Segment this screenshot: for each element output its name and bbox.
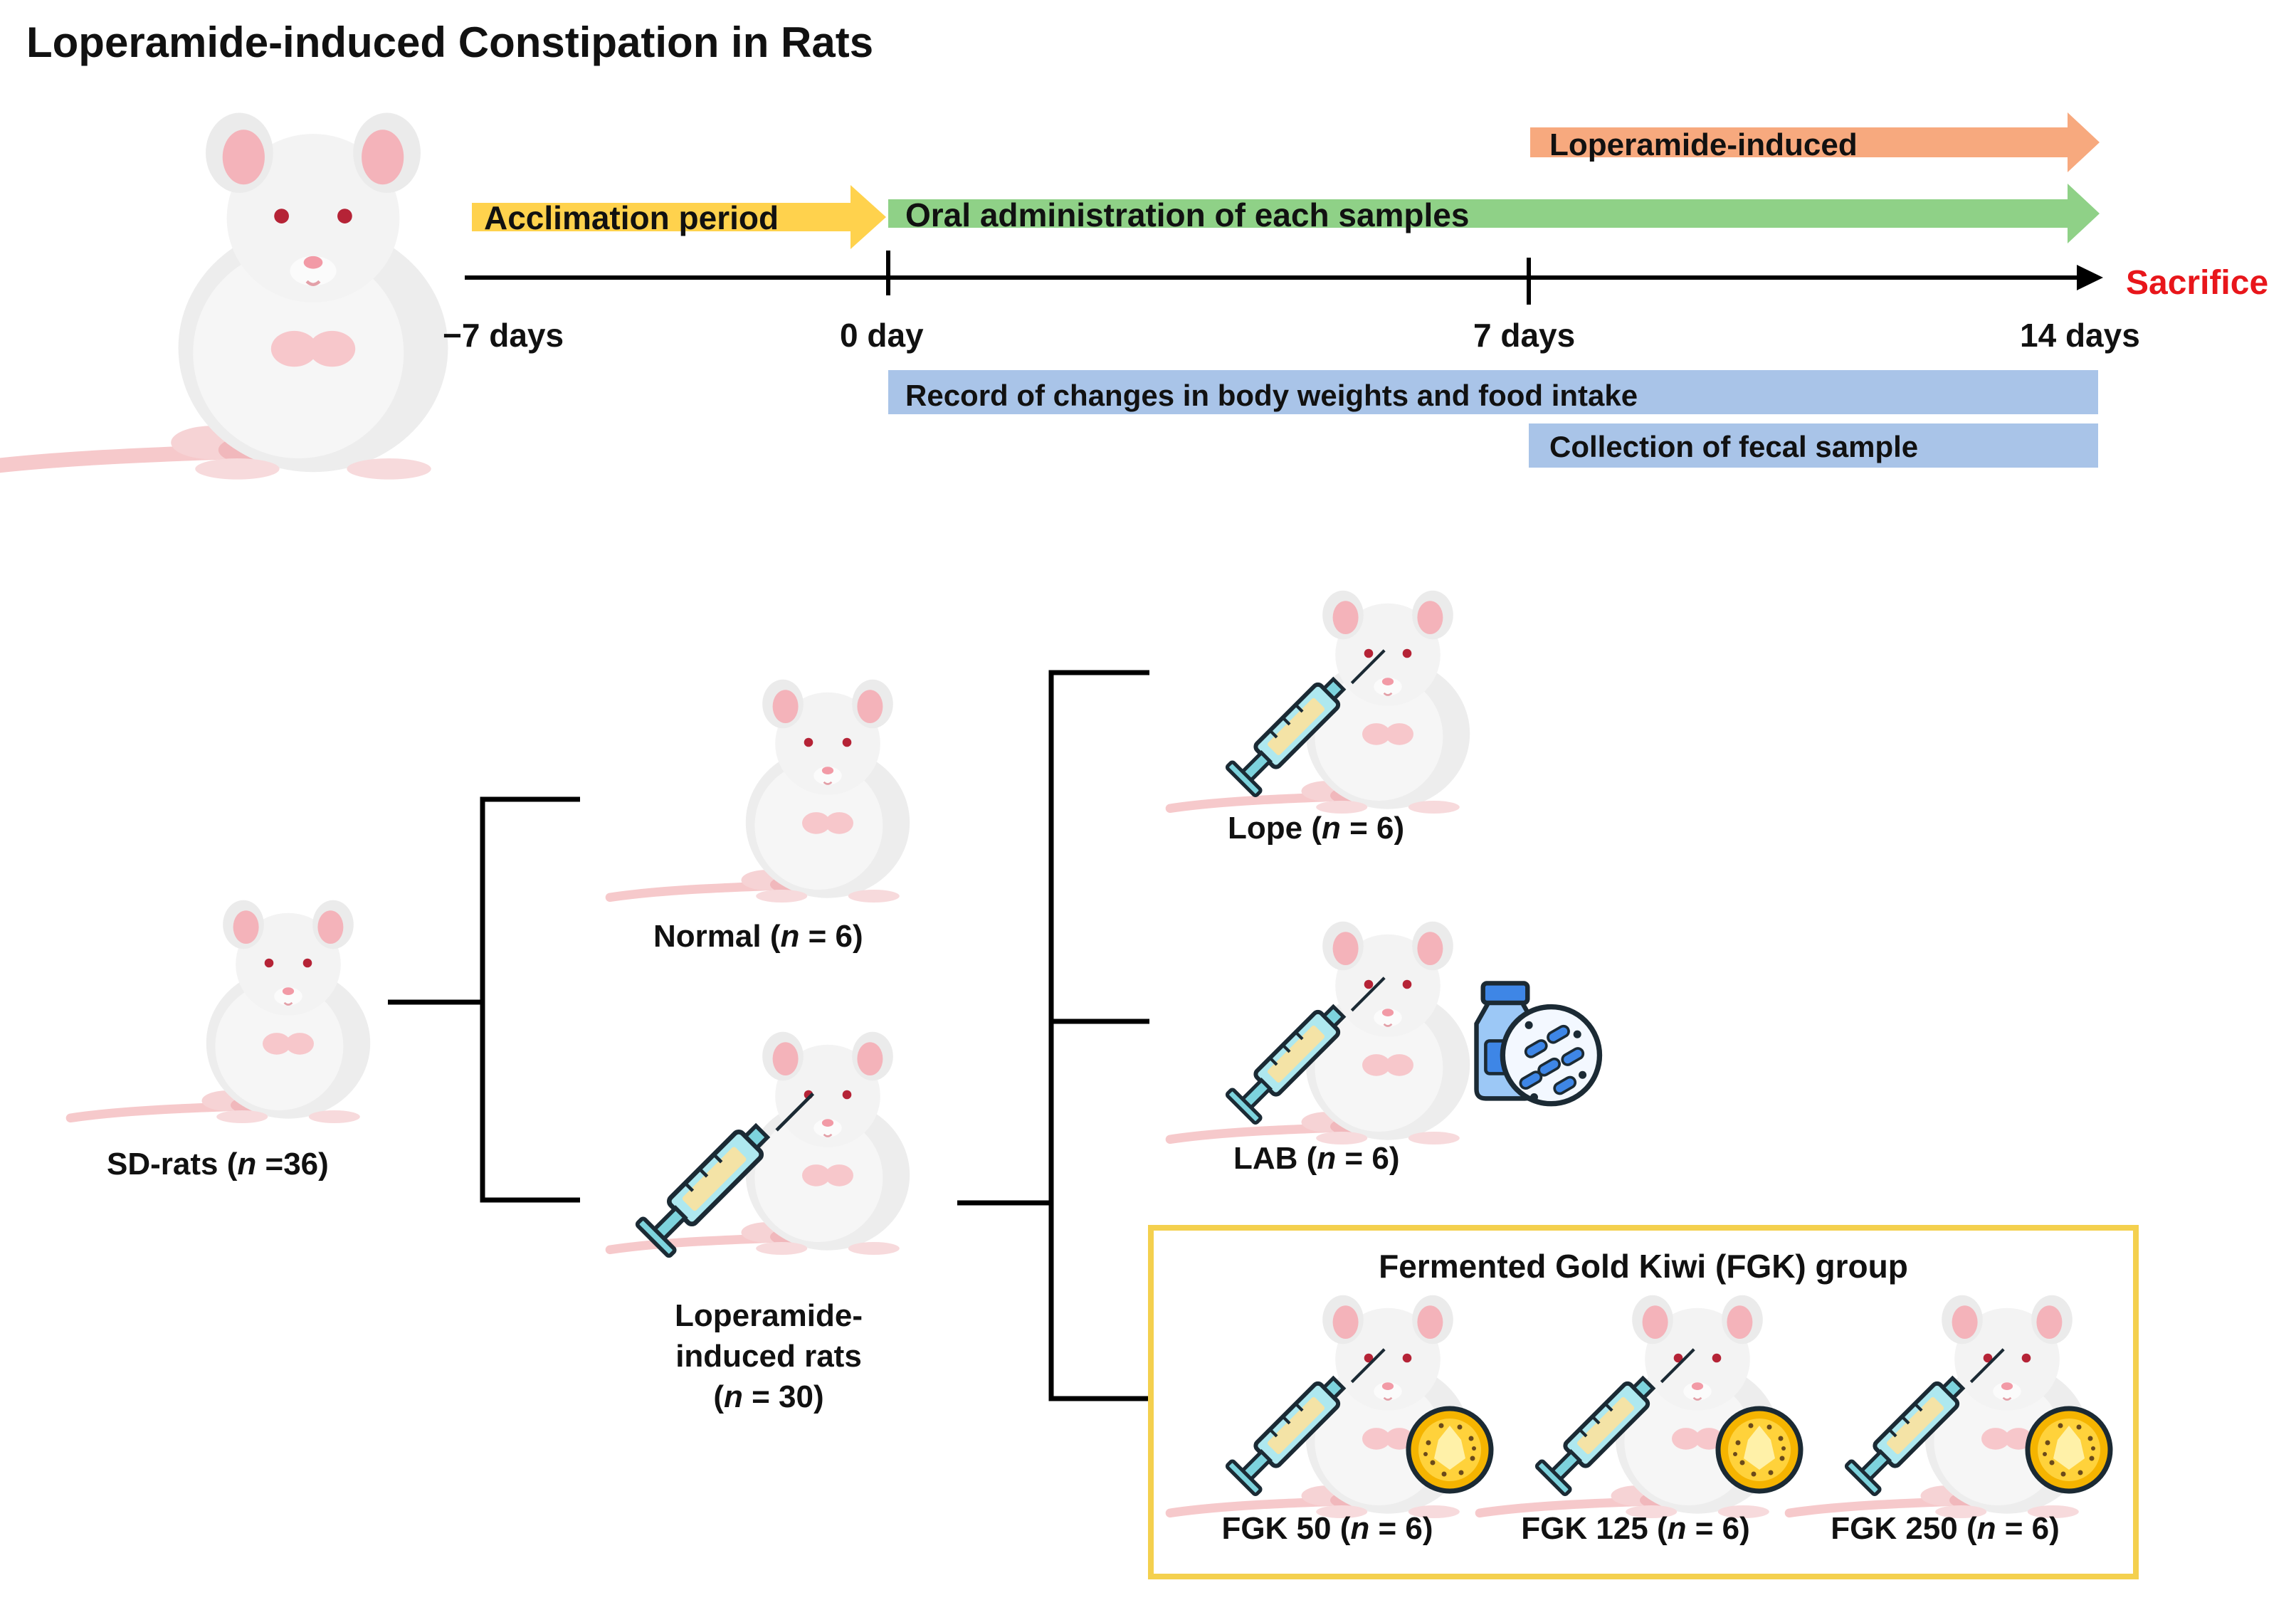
fgk-group-box [1148,1225,2139,1579]
label-loperamide-line3: (n = 30) [713,1379,823,1414]
acclimation-label: Acclimation period [484,199,779,236]
tick-label-0: 0 day [840,317,924,354]
label-fgk-250: FGK 250 (n = 6) [1831,1511,2060,1546]
oral-administration-arrow [888,184,2100,243]
tick-label-7: 7 days [1473,317,1575,354]
label-loperamide-line1: Loperamide- [675,1298,863,1333]
kiwi-icon-fgk-125 [1718,1409,1801,1491]
tick-label-14: 14 days [2020,317,2140,354]
rat-sd [70,900,370,1123]
kiwi-icon-fgk-50 [1408,1409,1491,1491]
label-fgk-125: FGK 125 (n = 6) [1521,1511,1750,1546]
fecal-label: Collection of fecal sample [1549,430,1918,463]
loperamide-induced-label: Loperamide-induced [1549,127,1858,162]
fgk-group-title: Fermented Gold Kiwi (FGK) group [1379,1248,1908,1285]
label-lab: LAB (n = 6) [1233,1141,1399,1176]
label-loperamide-line2: induced rats [675,1339,862,1374]
tick-label-minus7: −7 days [443,317,564,354]
acclimation-arrow [472,185,886,249]
probiotic-bottle-icon [1477,983,1600,1103]
timeline-axis-arrowhead [2077,265,2103,290]
label-sd-rats: SD-rats (n =36) [107,1147,329,1182]
rat-normal [610,680,910,903]
label-lope: Lope (n = 6) [1228,811,1404,846]
oral-administration-label: Oral administration of each samples [905,196,1469,233]
group-tree-connectors [388,670,1149,1401]
record-label: Record of changes in body weights and fo… [905,379,1638,412]
kiwi-icon-fgk-250 [2028,1409,2110,1491]
label-normal: Normal (n = 6) [653,919,863,954]
label-fgk-50: FGK 50 (n = 6) [1221,1511,1433,1546]
diagram-title: Loperamide-induced Constipation in Rats [26,19,873,66]
record-bar [888,370,2098,414]
fecal-bar [1529,423,2098,468]
sacrifice-label: Sacrifice [2126,264,2268,302]
loperamide-induced-arrow [1530,112,2100,172]
rat-illustration-top [0,113,448,480]
